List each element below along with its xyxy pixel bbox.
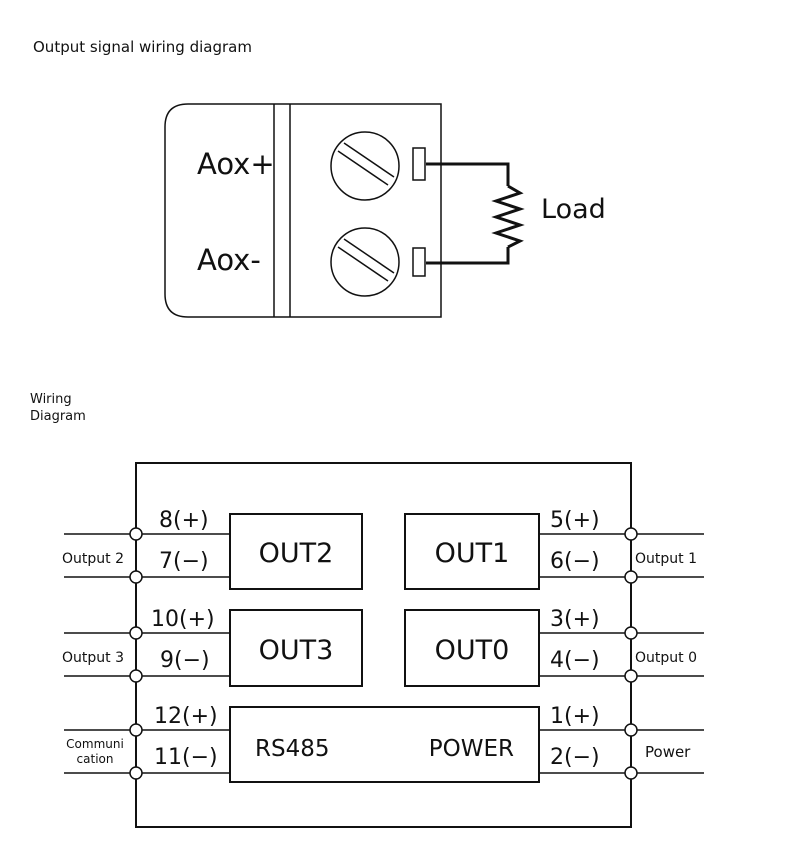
- pin-label-8: 8(+): [159, 508, 209, 533]
- module-box-out2: [229, 513, 363, 590]
- contact-slot-bottom: [412, 247, 426, 277]
- load-label: Load: [541, 194, 606, 225]
- terminal-node-6: [624, 570, 638, 584]
- module-box-rs485-power: [229, 706, 540, 783]
- terminal-nodes: [129, 527, 638, 780]
- module-label-out0: OUT0: [435, 635, 510, 666]
- terminal-node-11: [129, 766, 143, 780]
- pin-label-6: 6(−): [550, 549, 600, 574]
- side-label-output-1: Output 1: [635, 551, 697, 567]
- terminal-wires: [64, 533, 704, 774]
- module-label-out3: OUT3: [259, 635, 334, 666]
- pin-label-1: 1(+): [550, 704, 600, 729]
- module-label-power: POWER: [429, 736, 514, 762]
- side-label-output-0: Output 0: [635, 650, 697, 666]
- module-label-rs485: RS485: [255, 736, 329, 762]
- pin-label-11: 11(−): [154, 745, 218, 770]
- pin-label-12: 12(+): [154, 704, 218, 729]
- terminal-node-12: [129, 723, 143, 737]
- side-label-communication-line2: cation: [77, 752, 114, 766]
- terminal-node-3: [624, 626, 638, 640]
- module-label-out2: OUT2: [259, 538, 334, 569]
- bottom-title-line1: Wiring: [30, 392, 72, 407]
- terminal-node-9: [129, 669, 143, 683]
- resistor-icon: [491, 184, 525, 249]
- module-label-out1: OUT1: [435, 538, 510, 569]
- side-label-power: Power: [645, 743, 691, 761]
- module-frame: [135, 462, 632, 828]
- terminal-block-outline: [164, 103, 442, 318]
- side-label-output-2: Output 2: [62, 551, 124, 567]
- terminal-node-10: [129, 626, 143, 640]
- wire-bottom: [426, 247, 510, 265]
- module-box-out0: [404, 609, 540, 687]
- terminal-node-1: [624, 723, 638, 737]
- terminal-node-5: [624, 527, 638, 541]
- top-title: Output signal wiring diagram: [33, 38, 252, 56]
- pin-label-7: 7(−): [159, 549, 209, 574]
- pin-label-3: 3(+): [550, 607, 600, 632]
- terminal-node-4: [624, 669, 638, 683]
- pin-label-10: 10(+): [151, 607, 215, 632]
- pin-label-4: 4(−): [550, 648, 600, 673]
- module-box-out3: [229, 609, 363, 687]
- module-box-out1: [404, 513, 540, 590]
- load-wiring: [426, 162, 525, 265]
- terminal-label-plus: Aox+: [197, 147, 275, 181]
- screw-icon-bottom: [330, 227, 400, 297]
- wire-top: [426, 162, 510, 186]
- terminal-node-7: [129, 570, 143, 584]
- side-label-output-3: Output 3: [62, 650, 124, 666]
- side-label-communication-line1: Communi: [66, 737, 124, 751]
- pin-label-5: 5(+): [550, 508, 600, 533]
- terminal-node-2: [624, 766, 638, 780]
- terminal-block: [164, 103, 442, 318]
- pin-label-2: 2(−): [550, 745, 600, 770]
- terminal-node-8: [129, 527, 143, 541]
- bottom-title-line2: Diagram: [30, 409, 86, 424]
- contact-slot-top: [412, 147, 426, 181]
- screw-icon-top: [330, 131, 400, 201]
- pin-label-9: 9(−): [160, 648, 210, 673]
- terminal-label-minus: Aox-: [197, 243, 261, 277]
